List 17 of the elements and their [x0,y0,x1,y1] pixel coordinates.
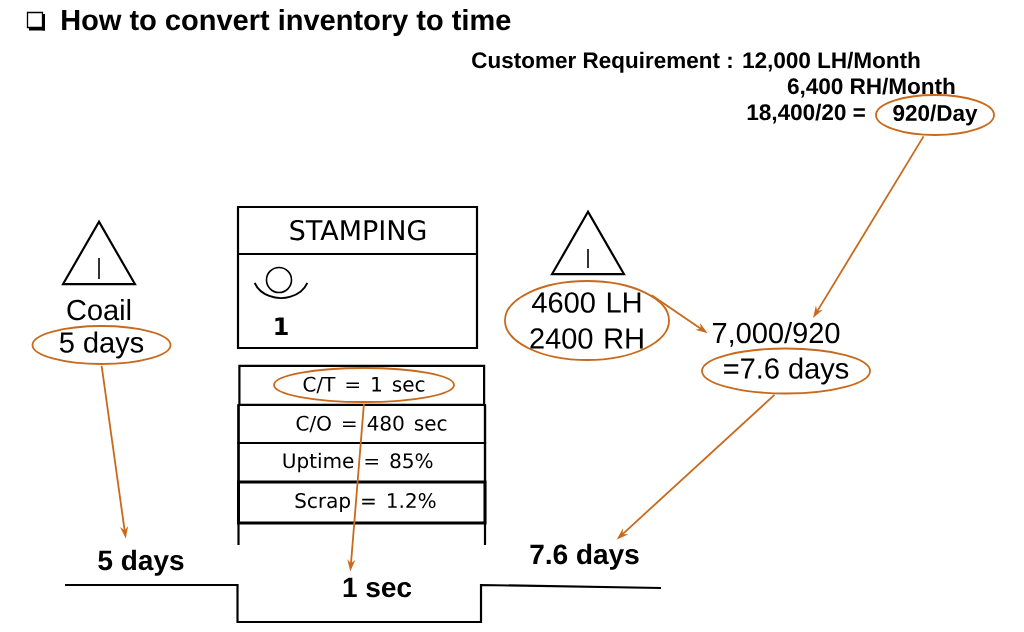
circled-text: 4600 LH 2400 RH [504,280,670,361]
table-cell: Uptime = 85% [237,441,487,484]
value-text: 5 days [98,549,184,576]
title: How to convert inventory to time [62,9,511,36]
node-caption: Coail [67,299,131,321]
operator-count: 1 [275,317,288,335]
circled-text: =7.6 days [701,347,871,395]
circled-text: 5 days [31,325,172,365]
requirement-text: Customer Requirement : 12,000 LH/Month [472,51,920,73]
value-text: 7.6 days [530,543,639,570]
circled-text: C/T = 1 sec [273,367,455,403]
table-cell: Scrap = 1.2% [237,480,487,525]
node-caption: 18,400/20 = [747,103,865,124]
value-text: 1 sec [343,577,412,598]
table-cell: C/O = 480 sec [237,403,487,445]
circled-text: 920/Day [875,94,995,136]
value-text: 7,000/920 [713,322,840,347]
